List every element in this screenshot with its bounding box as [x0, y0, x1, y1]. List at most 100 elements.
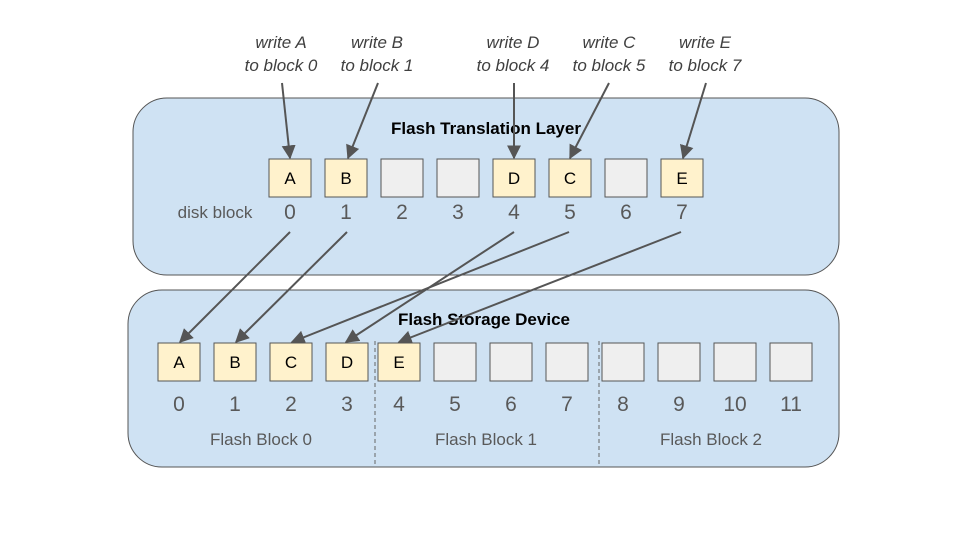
mapping-arrow — [179, 231, 291, 343]
annotation-line: to block 1 — [341, 56, 414, 75]
device-cell-letter: A — [173, 353, 185, 372]
ftl-cell-box — [380, 158, 424, 198]
ftl-cell: 2 — [380, 158, 424, 224]
device-cell-number: 9 — [673, 393, 685, 416]
ftl-panel — [132, 97, 840, 276]
ftl-cell-letter: E — [676, 169, 687, 188]
device-cell: E4 — [377, 342, 421, 416]
ftl-cell: 3 — [436, 158, 480, 224]
ftl-cell-box — [436, 158, 480, 198]
device-cell-box — [713, 342, 757, 382]
write-annotation: write E to block 7 — [669, 33, 742, 75]
ftl-cell-letter: D — [508, 169, 520, 188]
device-cell-number: 10 — [723, 393, 746, 416]
ftl-cell-number: 2 — [396, 201, 408, 224]
mapping-arrow — [290, 231, 570, 344]
ftl-cell-letter: B — [340, 169, 351, 188]
write-arrow — [281, 82, 296, 160]
write-annotation: write B to block 1 — [341, 33, 414, 75]
device-cell-box — [433, 342, 477, 382]
device-cell: B1 — [213, 342, 257, 416]
device-cell-box — [769, 342, 813, 382]
ftl-cell-box — [604, 158, 648, 198]
write-arrow — [680, 82, 707, 160]
ftl-cell-letter: A — [284, 169, 296, 188]
device-cell-box — [545, 342, 589, 382]
disk-block-label: disk block — [178, 203, 253, 222]
device-cell-box — [269, 342, 313, 382]
device-cell-number: 6 — [505, 393, 517, 416]
ftl-cell-number: 7 — [676, 201, 688, 224]
ftl-title: Flash Translation Layer — [391, 119, 581, 138]
device-cell-box — [325, 342, 369, 382]
device-cell-box — [157, 342, 201, 382]
ftl-cell-number: 1 — [340, 201, 352, 224]
ftl-cell-number: 0 — [284, 201, 296, 224]
device-cell: C2 — [269, 342, 313, 416]
device-cell: 10 — [713, 342, 757, 416]
ftl-cell-number: 6 — [620, 201, 632, 224]
annotation-line: to block 7 — [669, 56, 742, 75]
annotation-line: write C — [583, 33, 637, 52]
ftl-cell-number: 5 — [564, 201, 576, 224]
ftl-cell-box — [548, 158, 592, 198]
ftl-cell-number: 3 — [452, 201, 464, 224]
annotation-line: write A — [255, 33, 306, 52]
annotation-line: to block 4 — [477, 56, 550, 75]
device-cell-letter: B — [229, 353, 240, 372]
device-cell-letter: C — [285, 353, 297, 372]
ftl-cell-letter: C — [564, 169, 576, 188]
device-cell: 9 — [657, 342, 701, 416]
device-cell-box — [601, 342, 645, 382]
device-cell-number: 3 — [341, 393, 353, 416]
write-arrow — [569, 82, 610, 160]
device-cell: 11 — [769, 342, 813, 416]
annotation-line: write B — [351, 33, 403, 52]
ftl-cell-box — [268, 158, 312, 198]
write-annotation: write D to block 4 — [477, 33, 550, 75]
device-cell-number: 0 — [173, 393, 185, 416]
ftl-cell: 6 — [604, 158, 648, 224]
device-title: Flash Storage Device — [398, 310, 570, 329]
mapping-arrow — [235, 231, 348, 343]
device-cell-letter: D — [341, 353, 353, 372]
device-cell-number: 4 — [393, 393, 405, 416]
device-cell: 7 — [545, 342, 589, 416]
device-cell-letter: E — [393, 353, 404, 372]
device-cell-number: 8 — [617, 393, 629, 416]
device-cell: 6 — [489, 342, 533, 416]
annotation-line: to block 5 — [573, 56, 646, 75]
mapping-arrow — [397, 231, 682, 344]
ftl-cell-number: 4 — [508, 201, 520, 224]
annotation-line: write D — [487, 33, 540, 52]
device-cell-number: 1 — [229, 393, 241, 416]
flash-block-label: Flash Block 0 — [210, 430, 312, 449]
device-cell-number: 5 — [449, 393, 461, 416]
device-cell-box — [213, 342, 257, 382]
device-cell-number: 7 — [561, 393, 573, 416]
device-cell-box — [377, 342, 421, 382]
device-cell-number: 2 — [285, 393, 297, 416]
ftl-cell: D4 — [492, 158, 536, 224]
annotation-line: to block 0 — [245, 56, 318, 75]
device-cell: A0 — [157, 342, 201, 416]
device-cell-number: 11 — [780, 393, 802, 416]
flash-block-label: Flash Block 2 — [660, 430, 762, 449]
ftl-cell: E7 — [660, 158, 704, 224]
device-cell-box — [657, 342, 701, 382]
write-annotation: write C to block 5 — [573, 33, 646, 75]
device-cell-box — [489, 342, 533, 382]
flash-block-label: Flash Block 1 — [435, 430, 537, 449]
device-cell: 5 — [433, 342, 477, 416]
annotation-line: write E — [679, 33, 732, 52]
ftl-cell-box — [492, 158, 536, 198]
device-cell: 8 — [601, 342, 645, 416]
ftl-cell: B1 — [324, 158, 368, 224]
ftl-cell-box — [324, 158, 368, 198]
ftl-cell-box — [660, 158, 704, 198]
ftl-cell: A0 — [268, 158, 312, 224]
